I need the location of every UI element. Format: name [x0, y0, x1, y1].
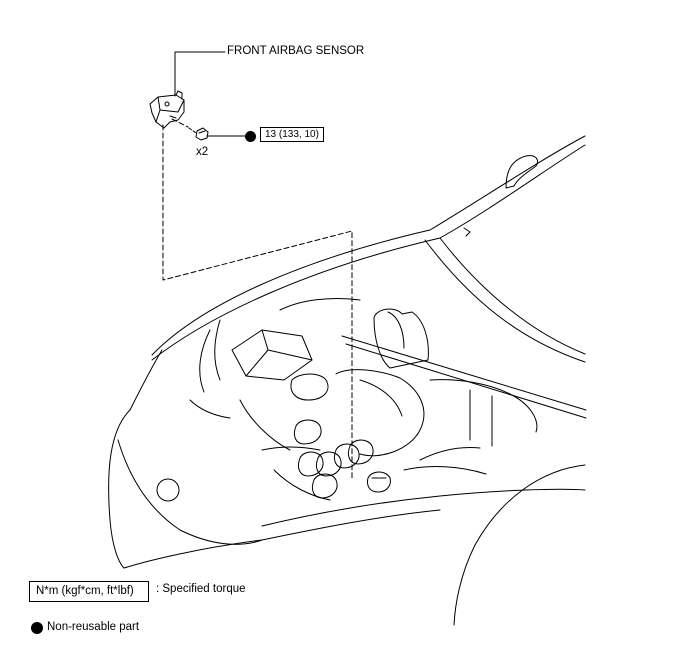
airbag-sensor-icon — [149, 90, 185, 129]
fender-outline — [108, 349, 586, 626]
installation-guide-dashed — [162, 118, 353, 481]
engine-components — [189, 298, 587, 501]
part-name-label: FRONT AIRBAG SENSOR — [227, 45, 365, 57]
legend-nonreusable-dot-icon — [31, 622, 43, 634]
legend-nonreusable-desc: Non-reusable part — [47, 621, 140, 633]
hood-outline — [151, 135, 586, 363]
nonreusable-dot-icon — [245, 131, 256, 142]
legend-torque-desc: : Specified torque — [156, 583, 246, 595]
part-leader-line — [174, 51, 226, 97]
bolt-quantity-label: x2 — [196, 146, 209, 158]
bolt-icon — [188, 127, 209, 141]
torque-spec-box: 13 (133, 10) — [260, 127, 324, 142]
legend-torque-unit-box: N*m (kgf*cm, ft*lbf) — [29, 581, 149, 602]
